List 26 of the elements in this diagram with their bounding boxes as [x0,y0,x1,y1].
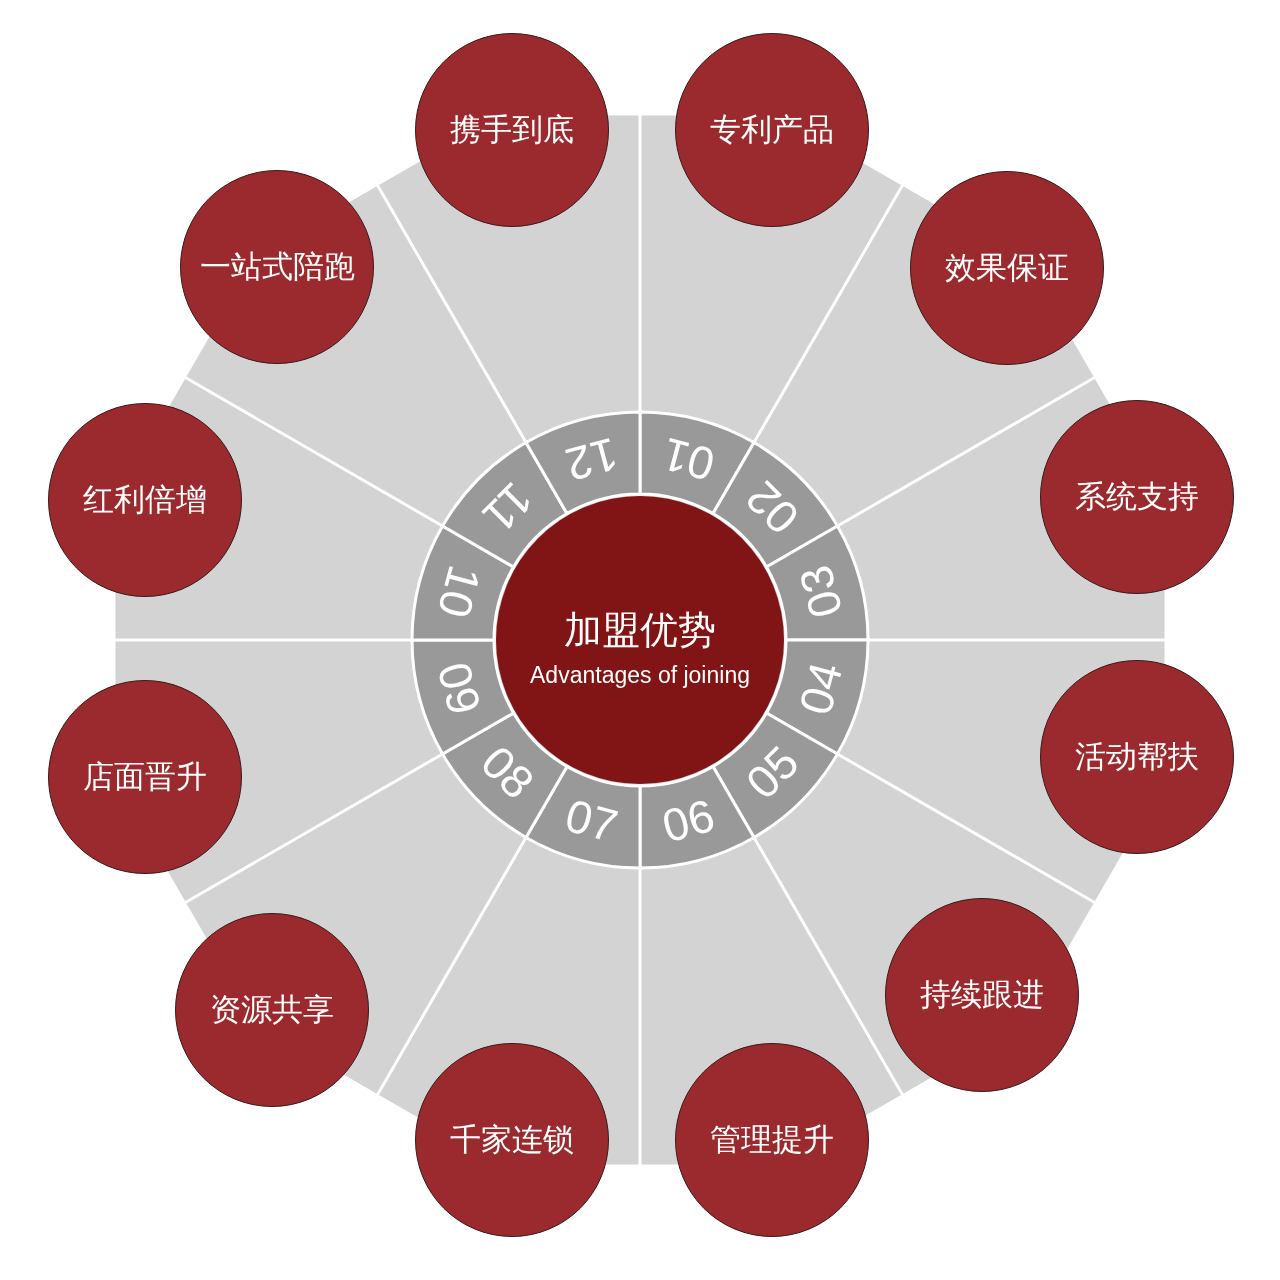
segment-number: 11 [472,472,544,544]
advantage-label: 红利倍增 [83,480,207,519]
center-title: 加盟优势 [564,608,716,653]
advantage-label: 千家连锁 [450,1120,574,1159]
center-subtitle: Advantages of joining [530,662,750,689]
advantage-label: 资源共享 [210,990,334,1029]
segment-number: 09 [427,656,492,720]
segment-number: 02 [735,471,809,545]
advantage-label: 一站式陪跑 [199,247,355,286]
advantage-label: 携手到底 [450,110,574,149]
advantage-label: 专利产品 [710,110,834,149]
advantage-label: 持续跟进 [920,975,1044,1014]
advantage-label: 效果保证 [945,248,1069,287]
advantage-label: 店面晋升 [83,757,207,796]
advantage-label: 系统支持 [1075,477,1199,516]
advantage-label: 活动帮扶 [1075,737,1199,776]
segment-number: 01 [656,427,720,492]
segment-number: 12 [560,427,624,492]
segment-number: 05 [735,735,809,809]
segment-number: 10 [427,560,492,624]
segment-number: 08 [471,735,545,809]
segment-number: 03 [788,560,853,624]
segment-number: 04 [788,656,853,720]
advantage-label: 管理提升 [710,1120,834,1159]
segment-number: 07 [560,788,624,853]
segment-number: 06 [656,788,720,853]
